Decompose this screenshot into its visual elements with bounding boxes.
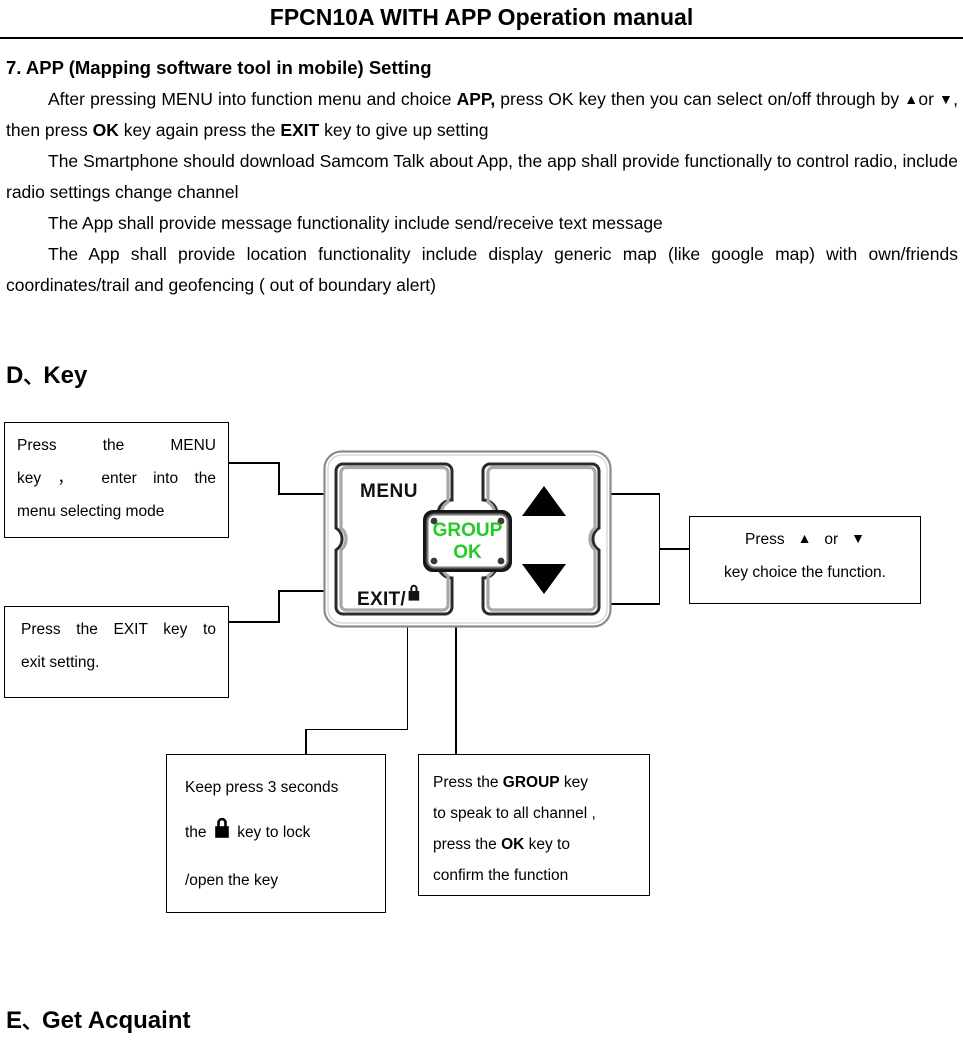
callout-group-key: key <box>559 774 589 791</box>
triangle-up-icon: ▲ <box>904 91 919 107</box>
section-d-letter: D <box>6 362 24 389</box>
callout-lock-the: the <box>185 824 207 841</box>
callout-group-bold: GROUP <box>502 774 560 791</box>
callout-group-press2: press the <box>433 836 502 853</box>
section-e-letter: E <box>6 1007 23 1034</box>
connector-menu-seg1 <box>228 462 280 464</box>
connector-lock-seg1 <box>406 612 409 730</box>
triangle-down-icon: ▼ <box>851 530 865 546</box>
connector-exit-seg1 <box>228 621 280 623</box>
connector-menu-seg2 <box>278 462 280 495</box>
connector-arrows-top <box>599 493 660 495</box>
section-7-paragraph-3: The App shall provide message functional… <box>48 213 663 233</box>
p1-part-g: , then press <box>6 89 958 140</box>
callout-arrows-press: Press <box>745 531 785 548</box>
p1-part-a: After pressing MENU into function menu a… <box>48 89 457 109</box>
ok-label: OK <box>453 542 482 563</box>
callout-arrows-or: or <box>824 531 839 548</box>
callout-exit: Press the EXIT key to exit setting. <box>4 606 229 698</box>
p1-exit-bold: EXIT <box>280 120 320 140</box>
body-text-block: 7. APP (Mapping software tool in mobile)… <box>6 52 958 301</box>
callout-lock-rest: key to lock <box>237 824 311 841</box>
p1-part-i: key again press the <box>118 120 281 140</box>
lock-icon <box>408 584 420 601</box>
lock-icon <box>211 813 233 858</box>
document-header: FPCN10A WITH APP Operation manual <box>0 0 963 42</box>
connector-exit-seg3 <box>278 590 334 592</box>
callout-lock-line3: /open the key <box>185 872 279 889</box>
section-d-title: Key <box>43 362 88 389</box>
callout-group-line3: press the OK key to <box>433 829 637 860</box>
triangle-up-icon <box>522 486 566 516</box>
callout-group-line1: Press the GROUP key <box>433 767 637 798</box>
section-d-dot: 、 <box>23 364 44 388</box>
callout-lock-line2: the key to lock <box>185 810 373 858</box>
p1-part-e: or <box>918 89 940 109</box>
menu-label: MENU <box>360 481 418 502</box>
section-e-title: Get Acquaint <box>42 1007 191 1034</box>
callout-group-key2: key to <box>524 836 570 853</box>
p1-ok-bold: OK <box>92 120 119 140</box>
connector-arrows-bottom <box>599 603 660 605</box>
callout-lock-line1: Keep press 3 seconds <box>185 779 339 796</box>
callout-menu: Press the MENU key ， enter into the menu… <box>4 422 229 538</box>
callout-group-line4: confirm the function <box>433 867 569 884</box>
callout-group-ok-bold: OK <box>501 836 525 853</box>
callout-menu-line2: key ， enter into the <box>17 470 216 487</box>
group-ok-key: GROUP OK <box>423 510 512 572</box>
p1-part-k: key to give up setting <box>319 120 489 140</box>
callout-menu-line3: menu selecting mode <box>17 503 165 520</box>
callout-group-line2: to speak to all channel , <box>433 805 596 822</box>
section-7-title: 7. APP (Mapping software tool in mobile)… <box>6 57 432 78</box>
section-7-paragraph-2: The Smartphone should download Samcom Ta… <box>6 151 958 202</box>
key-diagram: Press the MENU key ， enter into the menu… <box>0 400 963 940</box>
callout-group-press: Press the <box>433 774 503 791</box>
section-e-dot: 、 <box>22 1009 43 1033</box>
connector-group-vert <box>455 548 457 755</box>
connector-exit-seg2 <box>278 590 280 623</box>
group-label: GROUP <box>433 520 503 541</box>
triangle-up-icon: ▲ <box>797 530 812 546</box>
callout-exit-line1: Press the EXIT key to <box>21 621 216 638</box>
connector-menu-seg3 <box>278 493 334 495</box>
left-key-outline <box>334 462 454 616</box>
p1-app-bold: APP, <box>456 89 496 109</box>
callout-arrows-line1: Press ▲ or ▼ <box>702 523 908 556</box>
callout-lock: Keep press 3 seconds the key to lock /op… <box>166 754 386 913</box>
section-7-paragraph-1: After pressing MENU into function menu a… <box>6 84 958 146</box>
section-d-heading: D、Key <box>6 360 87 390</box>
right-key-outline <box>481 462 601 616</box>
callout-menu-line1: Press the MENU <box>17 437 216 454</box>
exit-label: EXIT/ <box>357 589 406 610</box>
callout-exit-line2: exit setting. <box>21 654 100 671</box>
section-7-paragraph-4: The App shall provide location functiona… <box>6 244 958 295</box>
connector-lock-seg2 <box>305 728 408 731</box>
callout-arrows-line2: key choice the function. <box>724 564 886 581</box>
page-title: FPCN10A WITH APP Operation manual <box>269 4 694 30</box>
header-divider <box>0 37 963 39</box>
callout-group: Press the GROUP key to speak to all chan… <box>418 754 650 896</box>
connector-arrows-stem <box>658 548 691 550</box>
triangle-down-icon <box>522 564 566 594</box>
callout-arrows: Press ▲ or ▼ key choice the function. <box>689 516 921 604</box>
section-e-heading: E、Get Acquaint <box>6 1005 190 1035</box>
triangle-down-icon: ▼ <box>939 91 954 107</box>
keypad-graphic: GROUP OK MENU EXIT/ <box>323 450 612 628</box>
connector-lock-seg3 <box>305 728 307 755</box>
p1-part-c: press OK key then you can select on/off … <box>495 89 905 109</box>
